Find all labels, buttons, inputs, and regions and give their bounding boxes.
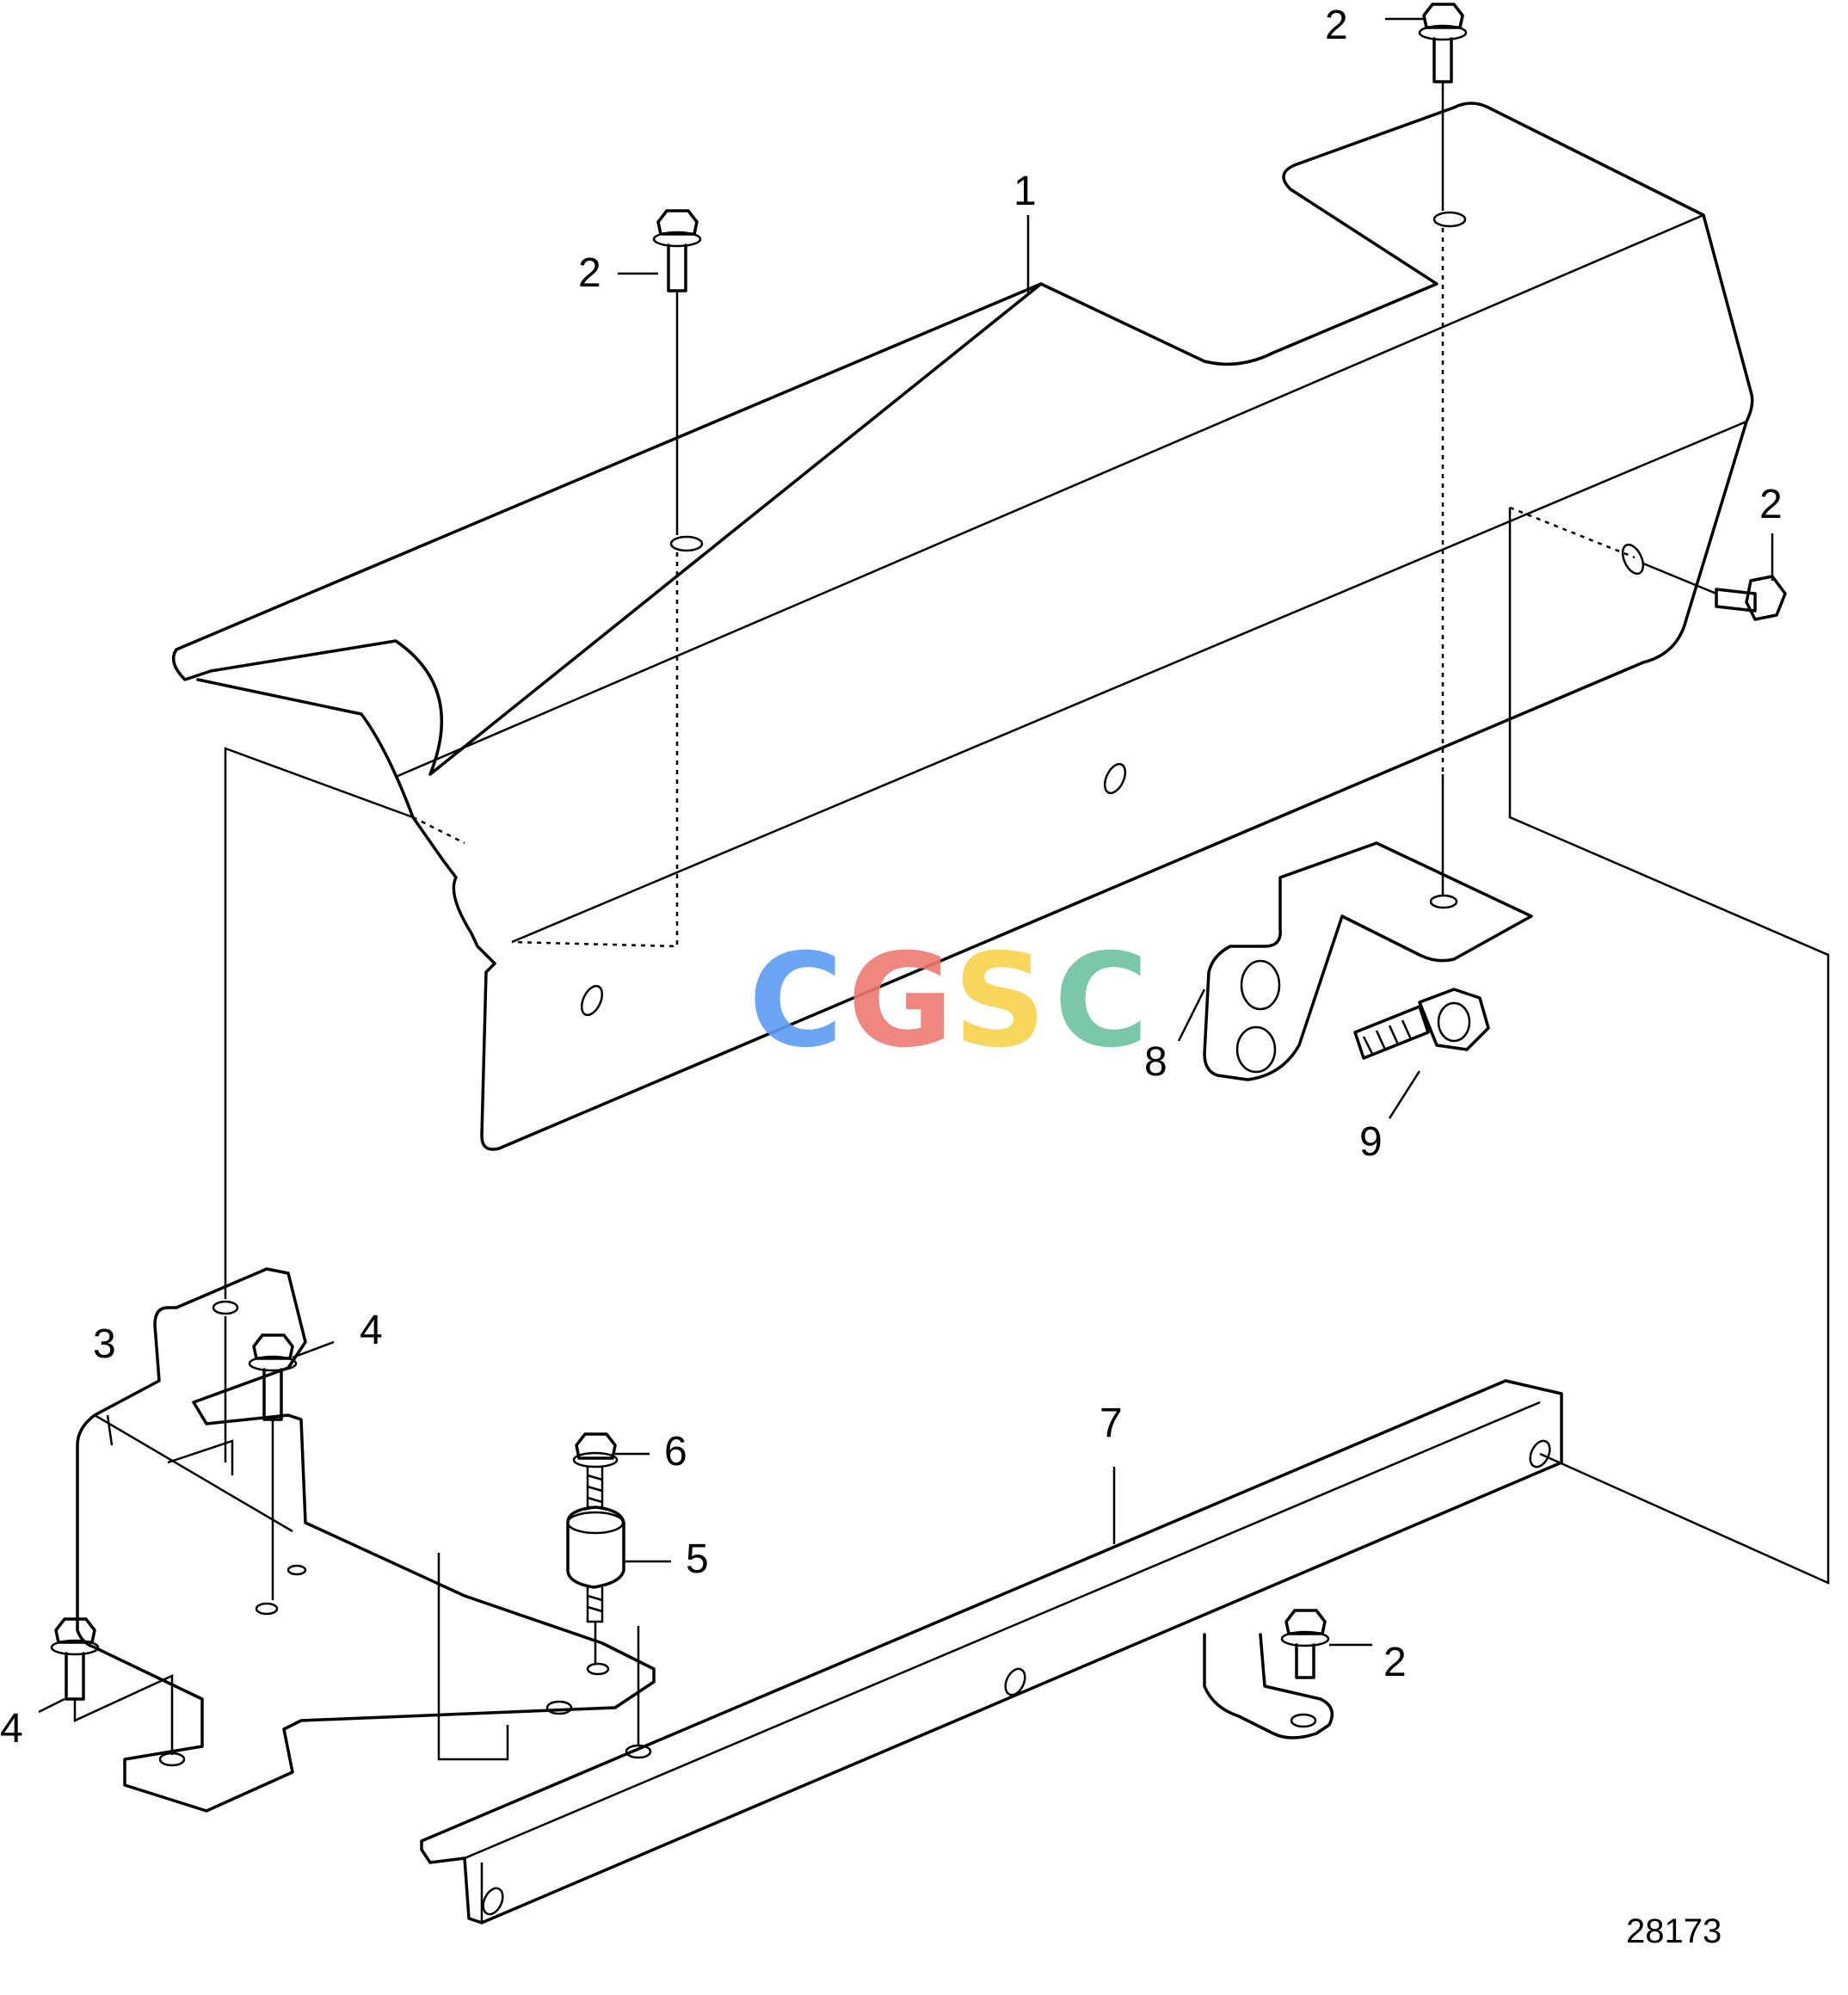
cover-panel-part-1 [171, 102, 1754, 1151]
bolt-part-2-top-left [652, 209, 702, 292]
callout-3: 3 [93, 1321, 116, 1367]
bolt-part-4-lower [50, 1617, 100, 1701]
rubber-isolator-part-5 [566, 1467, 625, 1623]
callout-labels: 1 2 2 2 2 3 4 4 5 6 7 8 9 28173 [0, 3, 1783, 1950]
callout-2-lower: 2 [1383, 1640, 1407, 1685]
leader-lines [38, 17, 1774, 1714]
nut-part-6 [572, 1432, 619, 1469]
callout-5: 5 [686, 1536, 709, 1582]
callout-9: 9 [1359, 1119, 1383, 1165]
bolt-part-2-right [1715, 575, 1787, 621]
watermark-letter-s: S [953, 927, 1046, 1076]
bolt-part-2-lower [1280, 1609, 1330, 1679]
callout-6: 6 [664, 1429, 687, 1475]
callout-1: 1 [1013, 169, 1037, 214]
bolt-part-9 [1353, 988, 1490, 1060]
watermark-logo: C G S C [748, 927, 1149, 1076]
callout-4-lower: 4 [0, 1706, 23, 1752]
callout-7: 7 [1100, 1401, 1123, 1446]
watermark-letter-g: G [847, 927, 953, 1076]
watermark-letter-c1: C [748, 927, 843, 1076]
bracket-part-8 [1203, 841, 1533, 1081]
callout-4-upper: 4 [360, 1308, 383, 1353]
callout-2-top-right: 2 [1325, 3, 1348, 48]
callout-2-top-left: 2 [578, 250, 601, 296]
callout-8: 8 [1144, 1039, 1167, 1085]
callout-2-right: 2 [1759, 482, 1783, 527]
assembly-lines [73, 82, 1830, 1761]
watermark-letter-c2: C [1054, 927, 1149, 1076]
reference-number: 28173 [1626, 1912, 1722, 1950]
bolt-part-4-upper [248, 1333, 298, 1421]
bolt-part-2-top-right [1418, 3, 1468, 83]
